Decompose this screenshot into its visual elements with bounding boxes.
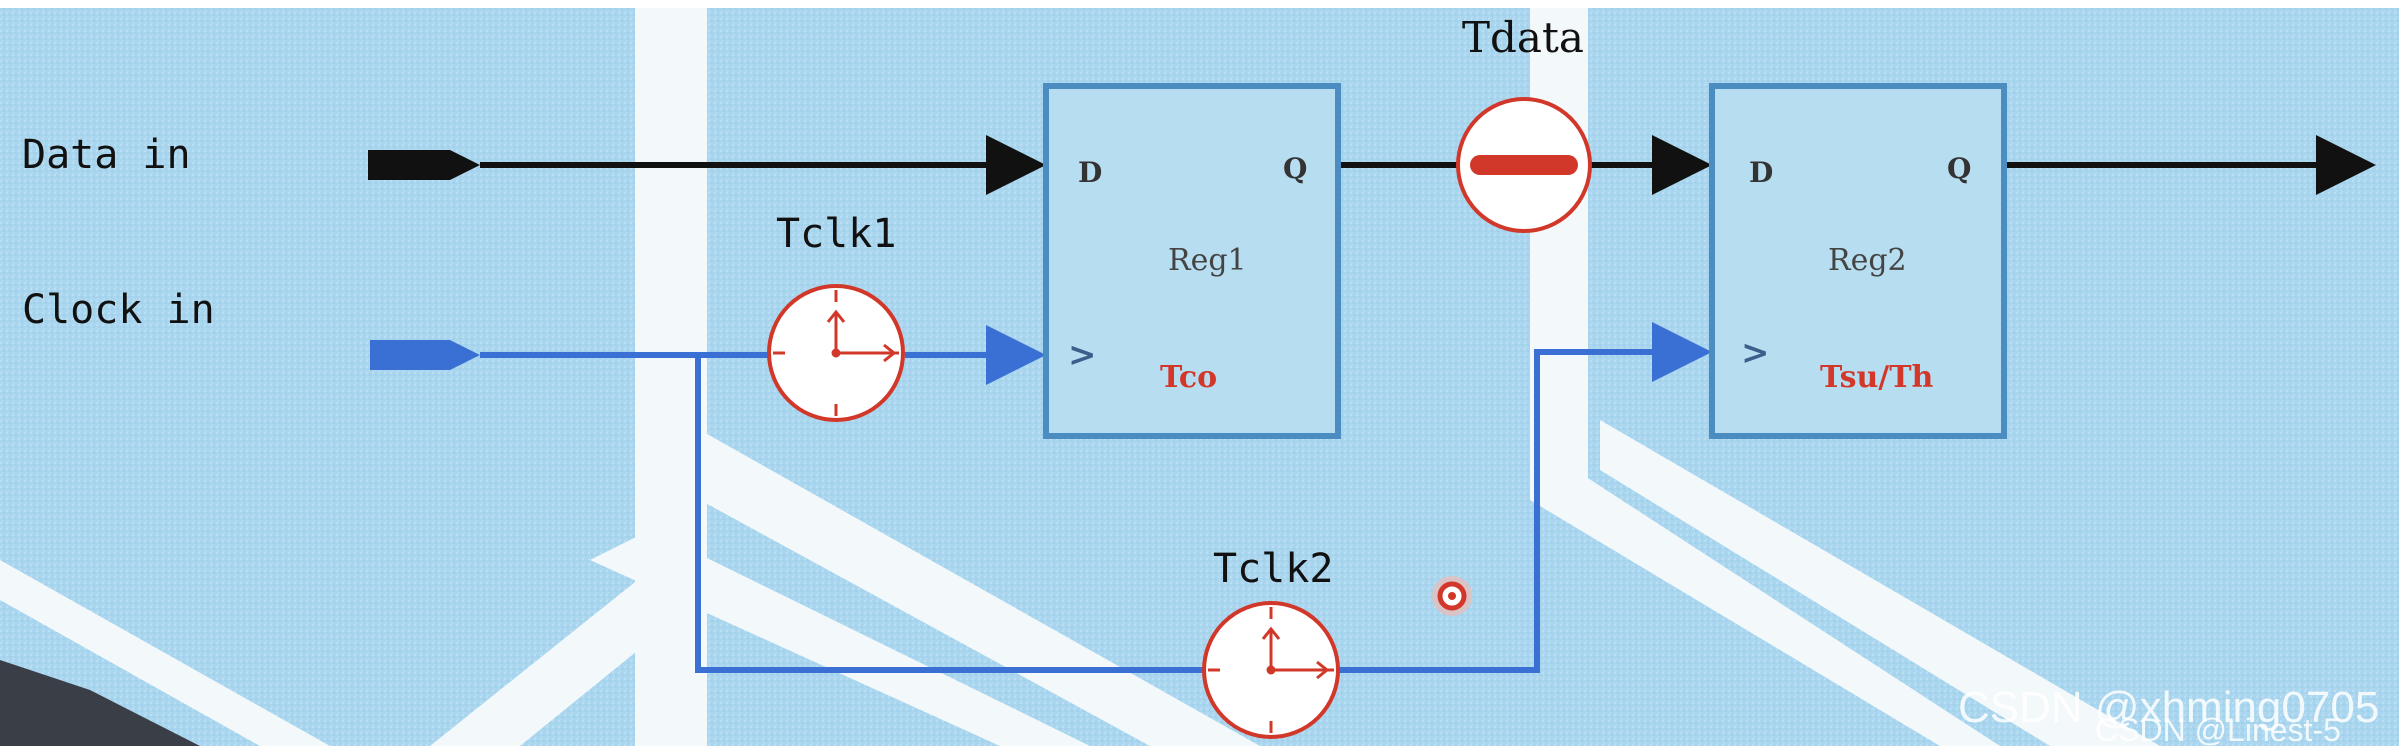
background-stripes [0,0,2160,746]
reg2-d-pin: D [1749,156,1773,189]
reg1-box [1043,83,1341,439]
clock-wire-to-reg2 [1337,322,1712,673]
reg2-clk-marker: > [1741,333,1770,373]
clock-branch-to-tclk2 [695,355,1203,673]
tclk2-delay: Tclk2 [1202,546,1340,739]
reg1-d-pin: D [1078,156,1102,189]
clock-icon [1208,607,1334,733]
corner-decoration [0,660,200,746]
reg2-block: D Q Reg2 > Tsu/Th [1709,83,2007,439]
reg2-label: Reg2 [1828,243,1907,278]
tdata-delay: Tdata [1456,13,1592,233]
minus-icon [1470,155,1578,175]
reg1-label: Reg1 [1168,243,1247,278]
clock-in-port [370,340,480,370]
tclk1-label: Tclk1 [776,211,896,257]
tclk2-label: Tclk2 [1213,546,1333,592]
tclk1-delay: Tclk1 [767,211,905,422]
reg1-q-pin: Q [1283,152,1307,185]
reg1-clk-marker: > [1068,335,1097,375]
reg2-tsu-th-label: Tsu/Th [1820,360,1934,395]
clock-icon [773,290,899,416]
tdata-label: Tdata [1462,13,1584,62]
top-border [0,0,2399,8]
data-in-label: Data in [22,132,191,178]
data-in-port [368,150,480,180]
pointer-cursor-icon [1432,576,1472,616]
reg1-tco-label: Tco [1160,360,1217,395]
clock-in-label: Clock in [22,287,215,333]
reg2-q-pin: Q [1947,152,1971,185]
reg2-box [1709,83,2007,439]
reg1-block: D Q Reg1 > Tco [1043,83,1341,439]
watermark-primary: CSDN @xhming0705 [1958,683,2379,732]
watermark-secondary: CSDN @Linest-5 [2095,712,2341,746]
